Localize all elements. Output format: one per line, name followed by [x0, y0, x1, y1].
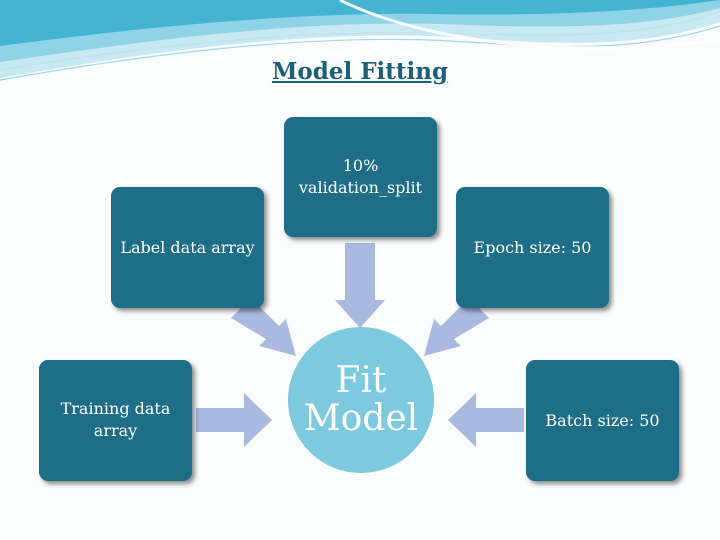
- node-training-data-label: Training data array: [60, 399, 171, 440]
- header-swoosh: [0, 0, 720, 81]
- arrow-down-icon: [335, 243, 385, 328]
- node-validation-split-label: 10% validation_split: [298, 156, 423, 197]
- node-batch-size: Batch size: 50: [526, 360, 679, 481]
- node-label-data: Label data array: [111, 187, 264, 308]
- arrow-down-left-icon: [424, 298, 489, 356]
- node-epoch-size-label: Epoch size: 50: [473, 238, 592, 257]
- slide-title: Model Fitting: [271, 58, 449, 85]
- node-label-data-label: Label data array: [120, 238, 255, 257]
- arrow-left-icon: [448, 393, 524, 447]
- node-fit-model: Fit Model: [288, 327, 434, 473]
- node-training-data: Training data array: [39, 360, 192, 481]
- node-epoch-size: Epoch size: 50: [456, 187, 609, 308]
- node-fit-model-label: Fit Model: [303, 360, 419, 439]
- arrow-right-icon: [196, 393, 272, 447]
- arrow-down-right-icon: [231, 298, 296, 356]
- node-validation-split: 10% validation_split: [284, 117, 437, 237]
- node-batch-size-label: Batch size: 50: [545, 411, 660, 430]
